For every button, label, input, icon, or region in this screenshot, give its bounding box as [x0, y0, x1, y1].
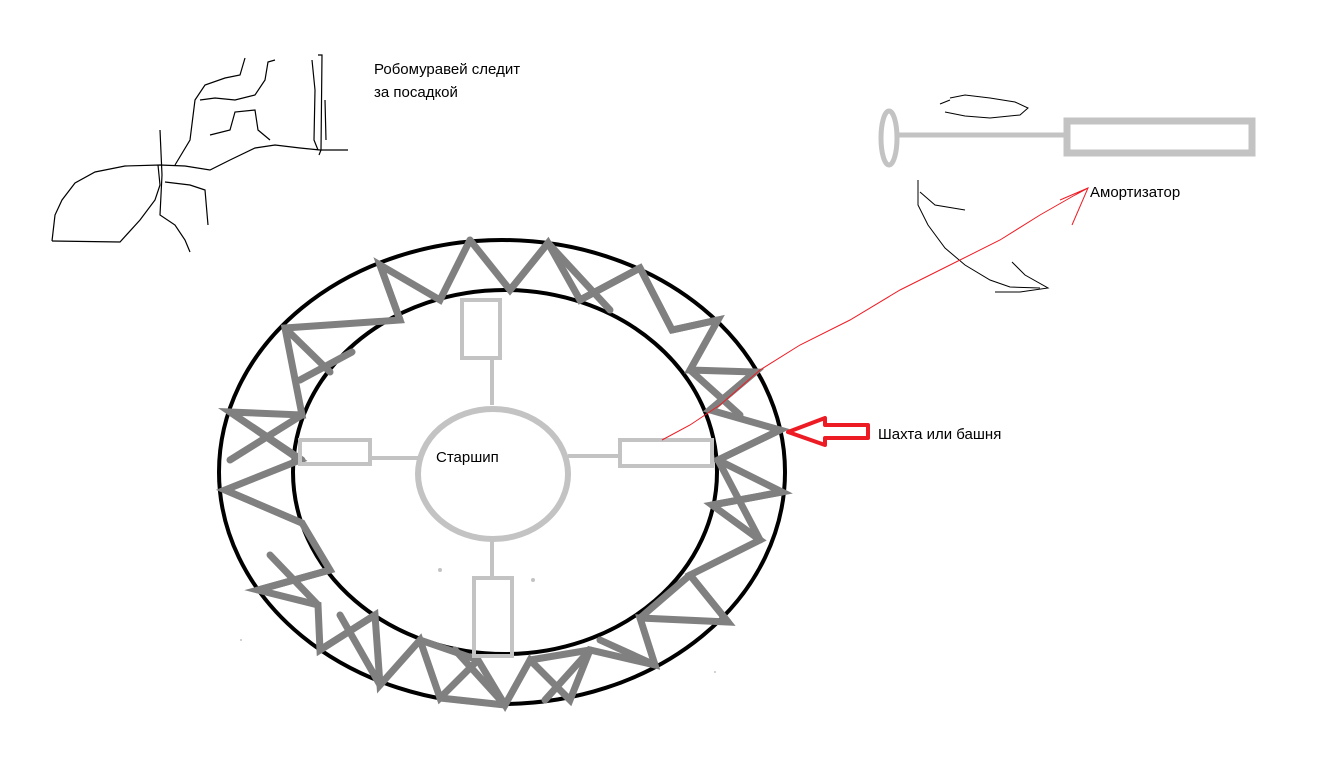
shaft-arrow — [786, 416, 870, 447]
shaft-or-tower-label: Шахта или башня — [878, 426, 1002, 443]
shock-absorber-pointer — [661, 187, 1089, 441]
robo-ant-sketch — [51, 54, 348, 253]
robo-ant-label-line1: Робомуравей следит — [374, 61, 521, 78]
truss-structure — [215, 236, 793, 712]
support-arms — [298, 298, 714, 658]
starship-circle — [415, 406, 571, 542]
inner-ring — [291, 288, 719, 656]
stray-dots — [240, 568, 716, 673]
shock-absorber-sketch — [878, 94, 1256, 293]
shock-absorber-label: Амортизатор — [1090, 184, 1181, 201]
robo-ant-label-line2: за посадкой — [374, 84, 458, 101]
starship-label: Старшип — [436, 449, 499, 466]
